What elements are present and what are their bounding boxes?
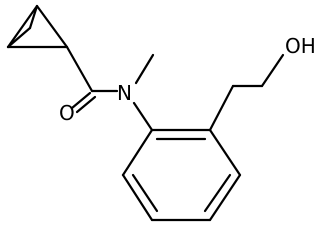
bond <box>6 4 39 49</box>
bond <box>132 101 154 132</box>
bond <box>65 45 94 93</box>
bond <box>208 84 235 132</box>
atom-label-hydroxyl: OH <box>285 34 316 58</box>
bond <box>6 26 32 49</box>
bond <box>203 173 232 213</box>
bond <box>70 91 92 110</box>
bond <box>121 128 154 177</box>
bond <box>35 4 69 49</box>
bond <box>134 53 155 85</box>
bond <box>121 173 154 222</box>
bond <box>131 173 159 213</box>
bond <box>260 53 285 88</box>
bond <box>208 173 242 222</box>
atom-label-carbonyl-oxygen: O <box>59 101 75 125</box>
bond <box>75 95 97 114</box>
bond <box>208 128 242 177</box>
atom-label-nitrogen: N <box>117 81 132 105</box>
hydroxyethyl-chain <box>208 53 285 132</box>
bond <box>28 4 39 30</box>
molecule-structure: O N OH <box>6 4 316 222</box>
amide-group <box>65 45 155 132</box>
benzene-ring <box>121 128 242 222</box>
bicyclobutane-fragment <box>6 4 69 49</box>
molecule-canvas: O N OH <box>6 4 316 222</box>
